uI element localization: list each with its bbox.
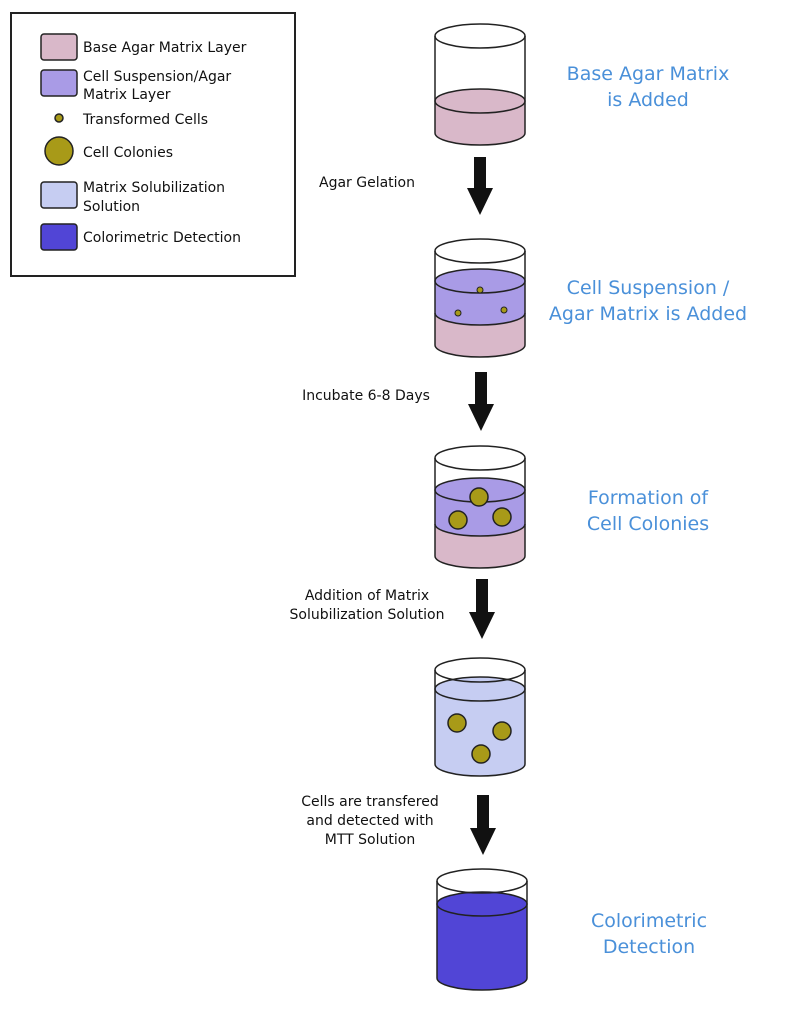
cell-suspension-swatch (40, 69, 78, 97)
cell-colony (471, 744, 491, 764)
legend-label-solubilization-line2: Solution (83, 199, 140, 215)
step-label-3-line1: Addition of Matrix (305, 588, 429, 604)
legend-label-solubilization: Matrix Solubilization (83, 180, 225, 196)
cell-colony (448, 510, 468, 530)
base-agar-swatch (40, 33, 78, 61)
arrow-down-icon (467, 157, 493, 215)
beaker-solubilization (434, 657, 526, 777)
arrow-down-icon (470, 795, 496, 855)
legend-label-transformed-cells: Transformed Cells (82, 112, 208, 128)
legend-label-cell-colonies: Cell Colonies (83, 145, 173, 161)
step-label-2: Incubate 6-8 Days (302, 388, 430, 404)
step-label-3-line2: Solubilization Solution (290, 607, 445, 623)
stage-label-1-line2: is Added (607, 89, 689, 111)
solubilization-swatch (40, 181, 78, 209)
stage-label-3-line1: Formation of (588, 487, 710, 509)
stage-label-5-line2: Detection (603, 936, 695, 958)
arrow-down-icon (468, 372, 494, 431)
legend-label-cell-suspension-line2: Matrix Layer (83, 87, 171, 103)
stage-label-5-line1: Colorimetric (591, 910, 707, 932)
beaker-colorimetric (436, 868, 528, 991)
cell-colony (469, 487, 489, 507)
beaker-colony-formation (434, 445, 526, 569)
stage-label-2-line1: Cell Suspension / (567, 277, 730, 299)
step-label-1: Agar Gelation (319, 175, 415, 191)
colorimetric-swatch (40, 223, 78, 251)
stage-label-2-line2: Agar Matrix is Added (549, 303, 747, 325)
transformed-cell (500, 306, 508, 314)
cell-colony (447, 713, 467, 733)
legend-label-cell-suspension: Cell Suspension/Agar (83, 69, 231, 85)
step-label-4-line3: MTT Solution (325, 832, 415, 848)
beaker-cell-suspension (434, 238, 526, 358)
stage-label-3-line2: Cell Colonies (587, 513, 709, 535)
cell-colony (492, 507, 512, 527)
beaker-base-agar (434, 23, 526, 146)
transformed-cell (476, 286, 484, 294)
legend-label-colorimetric: Colorimetric Detection (83, 230, 241, 246)
legend: Base Agar Matrix Layer Cell Suspension/A… (10, 12, 296, 277)
arrow-down-icon (469, 579, 495, 639)
legend-label-base-agar: Base Agar Matrix Layer (83, 40, 247, 56)
step-label-4-line2: and detected with (306, 813, 433, 829)
cell-colony (492, 721, 512, 741)
stage-label-1-line1: Base Agar Matrix (567, 63, 730, 85)
cell-colony-dot (44, 136, 74, 166)
transformed-cell (454, 309, 462, 317)
transformed-cell-dot (54, 113, 64, 123)
step-label-4-line1: Cells are transfered (301, 794, 438, 810)
